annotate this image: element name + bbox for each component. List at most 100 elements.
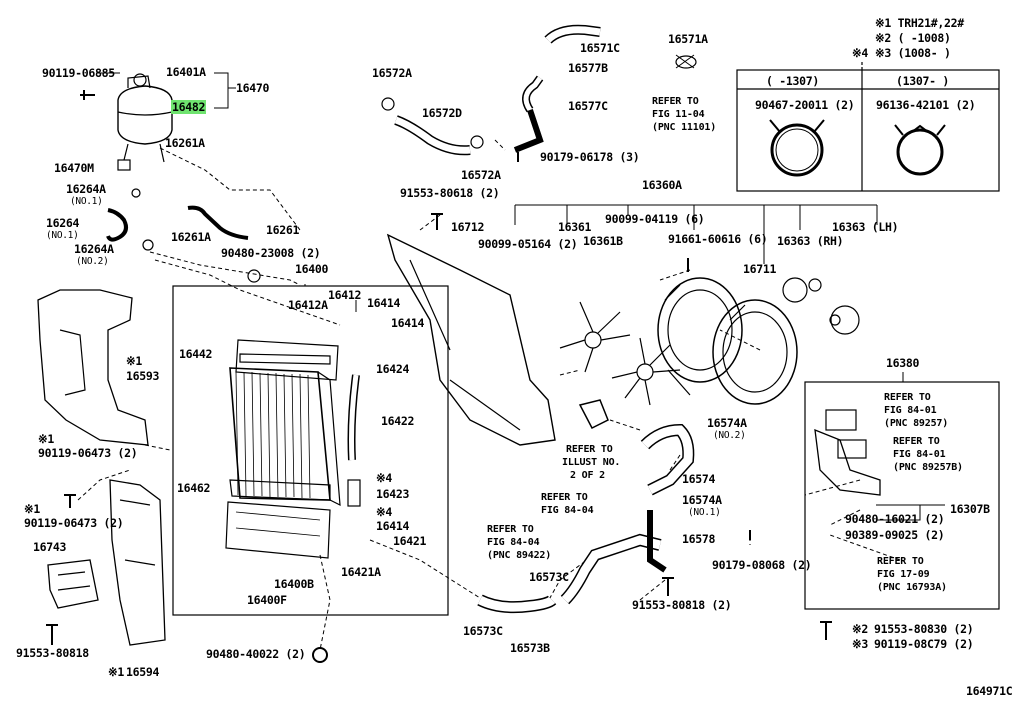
part-note: (NO.2) (713, 430, 746, 441)
part-label[interactable]: 16462 (177, 481, 211, 495)
refer-note: (PNC 89257) (884, 418, 949, 429)
refer-note: REFER TO (487, 524, 534, 535)
part-label[interactable]: 16423 (376, 487, 410, 501)
radiator-core (225, 339, 341, 559)
part-label[interactable]: 16577B (568, 61, 608, 75)
part-label[interactable]: 16414 (376, 519, 410, 533)
part-label[interactable]: 16711 (743, 262, 777, 276)
part-label[interactable]: 16572A (372, 66, 412, 80)
part-label[interactable]: 91661-60616 (6) (668, 232, 768, 246)
part-label[interactable]: 90099-05164 (2) (478, 237, 578, 251)
note-mark: ※1 (108, 665, 124, 679)
part-label[interactable]: 90179-06178 (3) (540, 150, 640, 164)
part-label[interactable]: 16414 (367, 296, 401, 310)
part-label[interactable]: 16412A (288, 298, 328, 312)
part-label[interactable]: 16363 (RH) (777, 234, 844, 248)
part-label[interactable]: 90099-04119 (6) (605, 212, 705, 226)
part-label[interactable]: 16421A (341, 565, 381, 579)
part-label[interactable]: 16414 (391, 316, 425, 330)
part-label[interactable]: 16571A (668, 32, 708, 46)
part-label[interactable]: 16573B (510, 641, 550, 655)
part-label[interactable]: 16470 (236, 81, 270, 95)
part-label[interactable]: 16577C (568, 99, 608, 113)
note-mark: ※2 (852, 622, 868, 636)
part-label[interactable]: 16424 (376, 362, 410, 376)
note-1: ※1 TRH21#,22# (875, 16, 964, 30)
part-label[interactable]: 90119-08C79 (2) (874, 637, 974, 651)
refer-note: (PNC 16793A) (877, 582, 947, 593)
part-label[interactable]: 16412 (328, 288, 362, 302)
part-label[interactable]: 16574 (682, 472, 716, 486)
radiator-frame (172, 285, 449, 616)
highlight-mark: 16482 (171, 100, 207, 114)
part-label[interactable]: 16360A (642, 178, 682, 192)
refer-note: REFER TO (884, 392, 931, 403)
part-label[interactable]: 91553-80818 (16, 646, 89, 660)
part-label[interactable]: 16261 (266, 223, 300, 237)
fan-shroud (386, 233, 556, 446)
part-label[interactable]: 16593 (126, 369, 160, 383)
part-label[interactable]: 16261A (165, 136, 205, 150)
note-mark: ※4 (376, 471, 392, 485)
part-label[interactable]: 16442 (179, 347, 213, 361)
fan-motor-lh (829, 305, 860, 335)
part-label[interactable]: 90119-06473 (2) (38, 446, 138, 460)
clamp-table-col2-header: (1307- ) (896, 74, 949, 88)
reservoir-tank (117, 73, 173, 171)
shroud-16594 (109, 479, 166, 646)
part-label[interactable]: 91553-80618 (2) (400, 186, 500, 200)
part-label[interactable]: 16261A (171, 230, 211, 244)
part-label[interactable]: 90389-09025 (2) (845, 528, 945, 542)
note-mark: ※1 (38, 432, 54, 446)
part-label[interactable]: 16307B (950, 502, 990, 516)
part-label[interactable]: 16573C (463, 624, 503, 638)
part-label[interactable]: 16401A (166, 65, 206, 79)
part-label[interactable]: 16743 (33, 540, 67, 554)
part-label[interactable]: 16574A (707, 416, 747, 430)
figure-id: 164971C (966, 684, 1013, 698)
fan-blades-2 (611, 337, 681, 406)
part-label[interactable]: 90480-40022 (2) (206, 647, 306, 661)
part-label[interactable]: 90480-23008 (2) (221, 246, 321, 260)
clamp-table-col1-header: ( -1307) (766, 74, 819, 88)
part-label[interactable]: 16264A (66, 182, 106, 196)
part-label[interactable]: 16361B (583, 234, 623, 248)
part-label[interactable]: 90119-06885 (42, 66, 115, 80)
part-label-highlighted[interactable]: 16482 (171, 100, 207, 114)
part-label[interactable]: 16578 (682, 532, 716, 546)
part-label[interactable]: 16421 (393, 534, 427, 548)
note-mark: ※3 (852, 637, 868, 651)
part-label[interactable]: 90119-06473 (2) (24, 516, 124, 530)
part-label[interactable]: 16380 (886, 356, 920, 370)
part-label[interactable]: 16572A (461, 168, 501, 182)
part-label[interactable]: 16574A (682, 493, 722, 507)
part-label[interactable]: 16594 (126, 665, 160, 679)
part-label[interactable]: 16422 (381, 414, 415, 428)
part-label[interactable]: 16573C (529, 570, 569, 584)
part-label[interactable]: 91553-80818 (2) (632, 598, 732, 612)
refer-note: FIG 84-04 (487, 537, 540, 548)
part-label[interactable]: 16264A (74, 242, 114, 256)
part-label[interactable]: 16712 (451, 220, 485, 234)
part-note: (NO.1) (46, 230, 79, 241)
part-label[interactable]: 16363 (LH) (832, 220, 899, 234)
refer-note: FIG 84-01 (884, 405, 937, 416)
part-label[interactable]: 16572D (422, 106, 462, 120)
part-label[interactable]: 16361 (558, 220, 592, 234)
part-label[interactable]: 16400 (295, 262, 329, 276)
part-label[interactable]: 91553-80830 (2) (874, 622, 974, 636)
part-label[interactable]: 16571C (580, 41, 620, 55)
part-label[interactable]: 16400F (247, 593, 287, 607)
relay-bracket (814, 409, 881, 496)
part-label[interactable]: 90480-16021 (2) (845, 512, 945, 526)
part-note: (NO.1) (70, 196, 103, 207)
part-label[interactable]: 16470M (54, 161, 94, 175)
refer-note: REFER TO (541, 492, 588, 503)
part-label[interactable]: 16264 (46, 216, 80, 230)
part-note: (NO.1) (688, 507, 721, 518)
part-label[interactable]: 16400B (274, 577, 314, 591)
refer-note: (PNC 89257B) (893, 462, 963, 473)
refer-note: FIG 84-01 (893, 449, 946, 460)
part-label[interactable]: 90179-08068 (2) (712, 558, 812, 572)
